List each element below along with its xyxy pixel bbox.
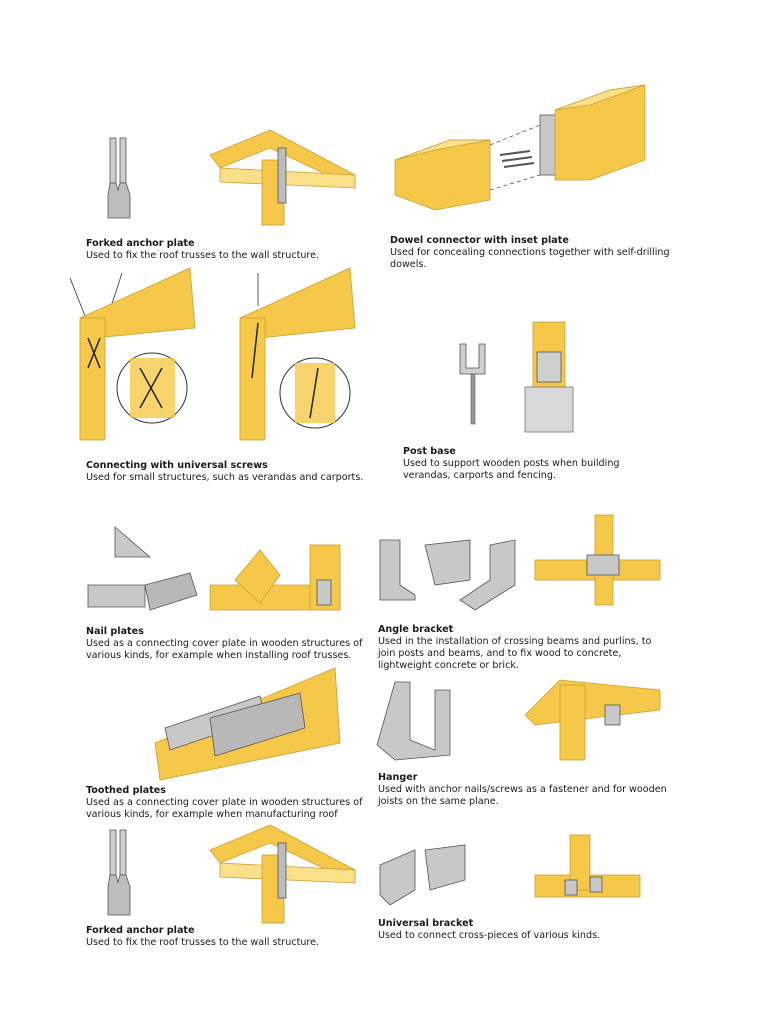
- caption-description: Used in the installation of crossing bea…: [378, 636, 652, 671]
- hanger-illustration: [376, 679, 661, 761]
- universal-screws-illustration: [69, 267, 356, 441]
- universal-bracket-icon: [379, 844, 466, 906]
- caption-universal-bracket: Universal bracket Used to connect cross-…: [378, 918, 668, 942]
- caption-title: Universal bracket: [378, 918, 474, 929]
- caption-hanger: Hanger Used with anchor nails/screws as …: [378, 772, 668, 808]
- caption-description: Used for concealing connections together…: [390, 247, 670, 270]
- caption-forked-anchor-plate: Forked anchor plate Used to fix the roof…: [86, 238, 371, 262]
- angle-bracket-icon: [379, 539, 516, 611]
- caption-title: Forked anchor plate: [86, 925, 195, 936]
- caption-description: Used to support wooden posts when buildi…: [403, 458, 620, 481]
- forked-anchor-plate-illustration: [107, 129, 356, 226]
- caption-title: Angle bracket: [378, 624, 454, 635]
- angle-bracket-illustration: [379, 514, 661, 611]
- triangle-nail-plate-icon: [114, 526, 152, 558]
- universal-bracket-illustration: [379, 834, 641, 906]
- caption-title: Dowel connector with inset plate: [390, 235, 569, 246]
- dowel-connector-illustration: [394, 84, 646, 211]
- dowel-pins-icon: [499, 150, 535, 168]
- caption-title: Forked anchor plate: [86, 238, 195, 249]
- caption-dowel-connector: Dowel connector with inset plate Used fo…: [390, 235, 680, 271]
- caption-description: Used to fix the roof trusses to the wall…: [86, 937, 320, 948]
- forked-anchor-plate-illustration-2: [107, 824, 356, 924]
- caption-nail-plates: Nail plates Used as a connecting cover p…: [86, 626, 371, 662]
- caption-angle-bracket: Angle bracket Used in the installation o…: [378, 624, 668, 672]
- caption-toothed-plates: Toothed plates Used as a connecting cove…: [86, 785, 371, 821]
- caption-description: Used as a connecting cover plate in wood…: [86, 638, 363, 661]
- caption-title: Toothed plates: [86, 785, 167, 796]
- nail-plates-illustration: [87, 526, 341, 611]
- caption-description: Used for small structures, such as veran…: [86, 472, 364, 483]
- roof-truss-wall-icon: [209, 129, 356, 226]
- caption-description: Used with anchor nails/screws as a faste…: [378, 784, 667, 807]
- roof-truss-wall-icon: [209, 824, 356, 924]
- caption-title: Hanger: [378, 772, 418, 783]
- caption-universal-screws: Connecting with universal screws Used fo…: [86, 460, 371, 484]
- caption-description: Used as a connecting cover plate in wood…: [86, 797, 363, 820]
- nail-plate-icon: [87, 584, 146, 608]
- forked-plate-icon: [107, 137, 131, 219]
- post-base-icon: [459, 343, 486, 425]
- forked-plate-icon: [107, 829, 131, 916]
- caption-post-base: Post base Used to support wooden posts w…: [403, 446, 638, 482]
- caption-description: Used to connect cross-pieces of various …: [378, 930, 601, 941]
- caption-forked-anchor-plate-2: Forked anchor plate Used to fix the roof…: [86, 925, 371, 949]
- joist-hanger-icon: [376, 681, 451, 761]
- toothed-plates-illustration: [154, 667, 341, 781]
- caption-description: Used to fix the roof trusses to the wall…: [86, 250, 320, 261]
- caption-title: Connecting with universal screws: [86, 460, 268, 471]
- post-base-illustration: [459, 321, 574, 433]
- caption-title: Nail plates: [86, 626, 144, 637]
- caption-title: Post base: [403, 446, 456, 457]
